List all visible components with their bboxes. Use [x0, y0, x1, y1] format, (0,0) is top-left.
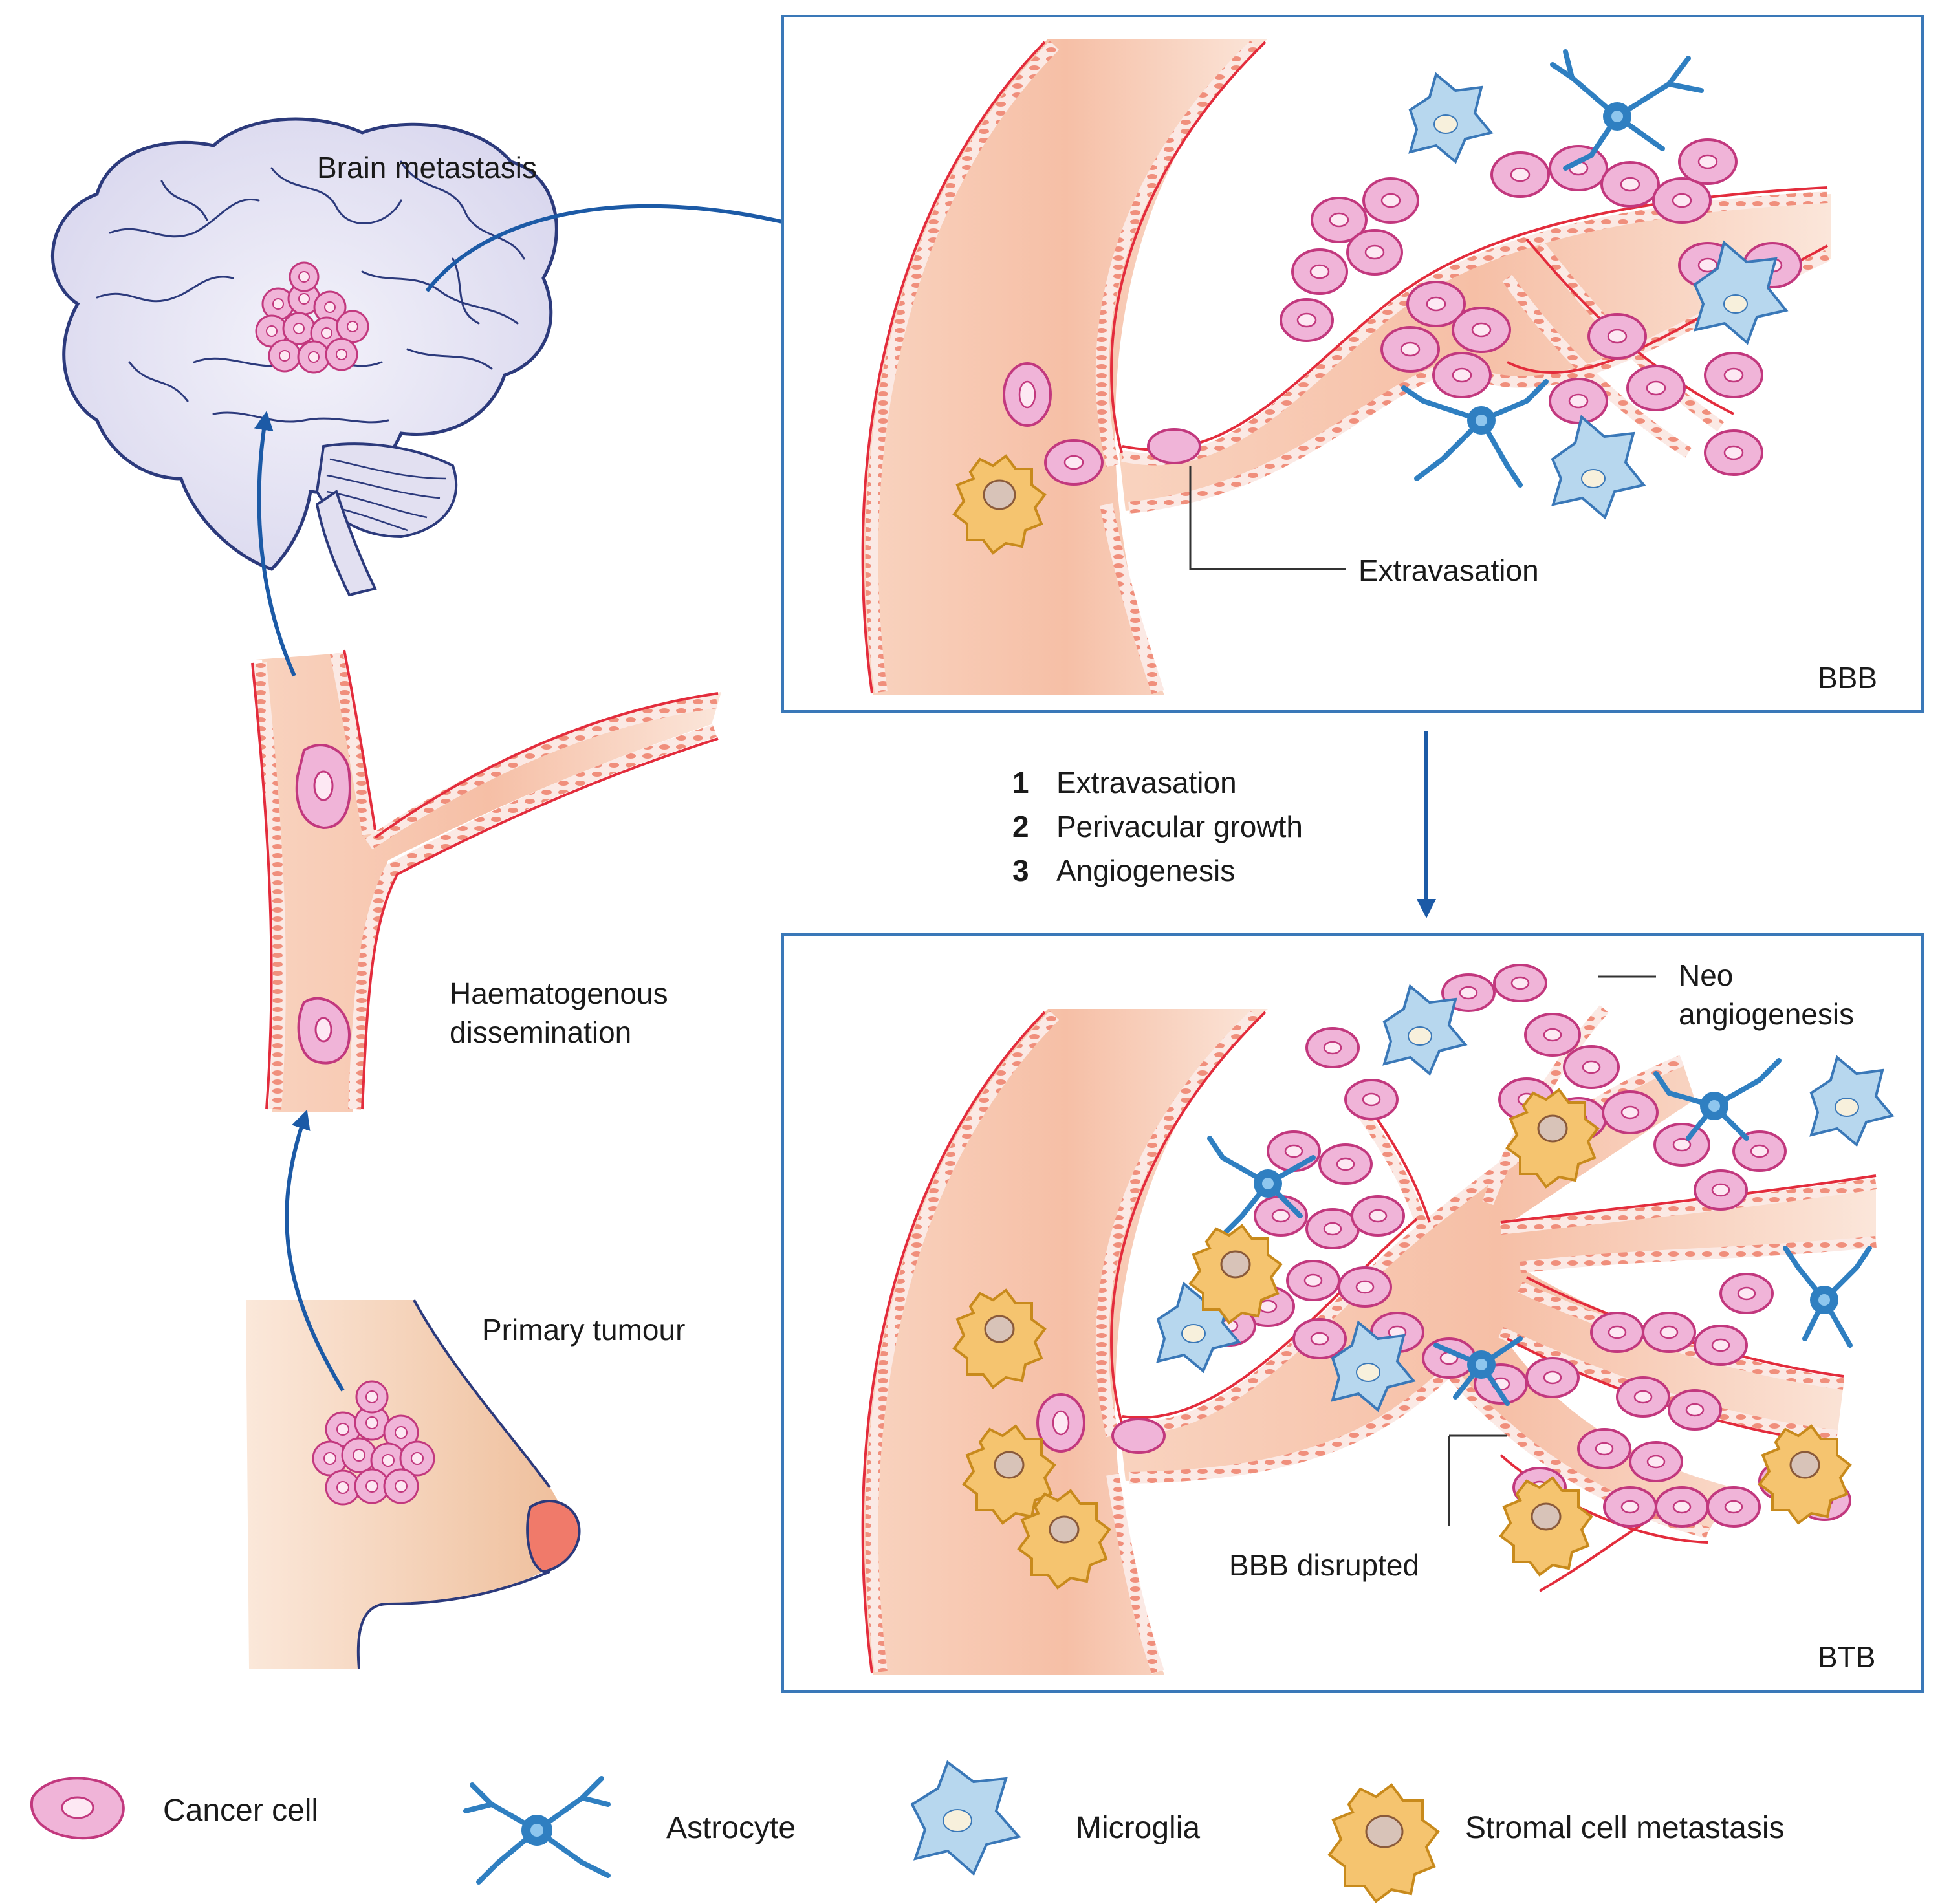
vessel-cancer-cell — [297, 997, 351, 1065]
legend-item: Stromal cell metastasis — [1327, 1783, 1784, 1903]
bbb-disrupted-callout-line — [1448, 1434, 1507, 1526]
extravasation-callout-label: Extravasation — [1358, 554, 1539, 587]
step-number: 1 — [1012, 766, 1029, 799]
bbb-disrupted-label: BBB disrupted — [1229, 1548, 1419, 1582]
primary-tumour-cluster — [312, 1380, 435, 1506]
haematogenous-label-line1: Haematogenous — [450, 977, 668, 1010]
legend-label: Microglia — [1076, 1811, 1200, 1845]
legend-label: Cancer cell — [163, 1793, 318, 1828]
bbb-panel: Extravasation BBB — [781, 15, 1924, 713]
microglia-icon — [910, 1760, 1021, 1876]
neo-label-line2: angiogenesis — [1679, 997, 1854, 1031]
astrocyte-icon — [463, 1776, 611, 1885]
step-text: Perivacular growth — [1056, 810, 1303, 843]
primary-tumour-label: Primary tumour — [482, 1313, 685, 1347]
btb-astrocyte — [1207, 1058, 1872, 1406]
cancer-cell-icon — [30, 1777, 125, 1840]
haematogenous-vessel — [251, 649, 721, 1112]
arrow-to-brain — [254, 411, 296, 677]
haematogenous-label-line2: dissemination — [450, 1015, 631, 1049]
step-text: Angiogenesis — [1056, 854, 1235, 887]
vessel-cancer-cell — [295, 744, 351, 830]
bbb-microglia — [1408, 72, 1789, 520]
breast-illustration — [246, 1299, 581, 1669]
bbb-panel-label: BBB — [1818, 661, 1877, 695]
legend-item: Microglia — [910, 1760, 1200, 1876]
step-number: 3 — [1012, 854, 1029, 887]
btb-panel-label: BTB — [1818, 1640, 1875, 1674]
arrow-to-vessel — [285, 1109, 345, 1392]
legend-item: Astrocyte — [463, 1776, 796, 1885]
steps-list: 1 Extravasation 2 Perivacular growth 3 A… — [1012, 766, 1303, 887]
stromal-cell-icon — [1327, 1783, 1440, 1903]
legend-item: Cancer cell — [30, 1777, 318, 1840]
legend: Cancer cell Astrocyte Microglia — [30, 1760, 1784, 1903]
nipple — [526, 1500, 581, 1574]
brain-metastasis-label: Brain metastasis — [317, 151, 537, 184]
step-number: 2 — [1012, 810, 1029, 843]
legend-label: Stromal cell metastasis — [1465, 1811, 1784, 1845]
extravasation-callout-line — [1189, 466, 1346, 570]
brain-illustration — [50, 117, 558, 597]
legend-label: Astrocyte — [666, 1811, 796, 1845]
neo-label-line1: Neo — [1679, 958, 1733, 992]
step-text: Extravasation — [1056, 766, 1237, 799]
bbb-stromal-cell — [952, 454, 1047, 555]
btb-panel: Neo angiogenesis BBB disrupted BTB — [781, 933, 1924, 1693]
bbb-astrocyte — [1401, 49, 1704, 488]
arrow-to-bbb — [425, 204, 834, 292]
